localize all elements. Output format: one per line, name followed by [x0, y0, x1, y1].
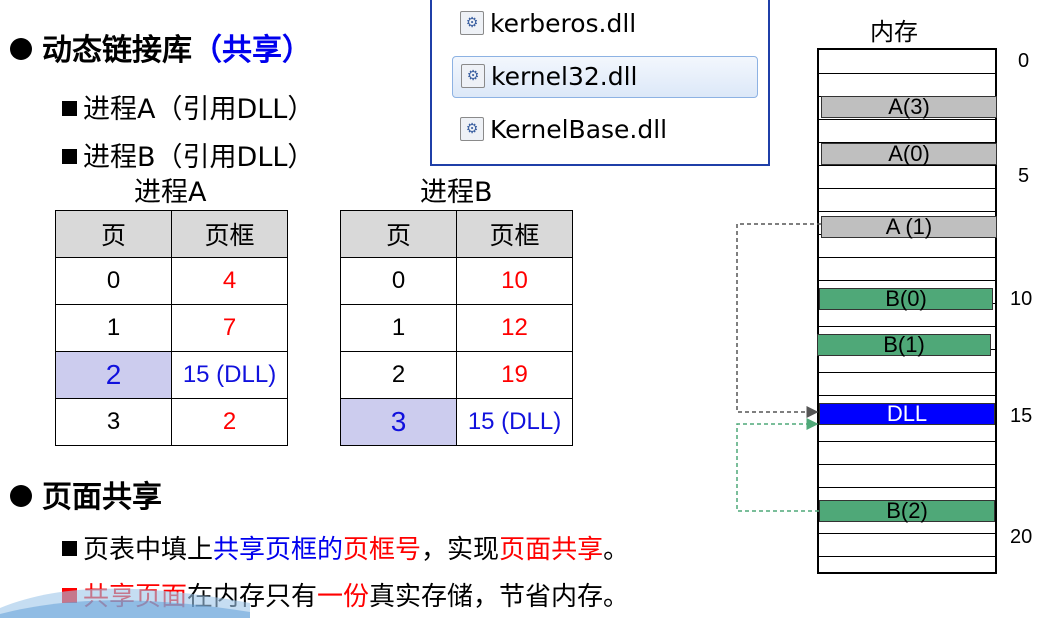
frame-cell: 19 [456, 351, 573, 399]
frame-divider [819, 533, 995, 534]
frame-divider [819, 165, 995, 166]
bullet-dot [10, 37, 32, 60]
frame-divider [819, 464, 995, 465]
bullet-dot [10, 484, 32, 507]
frame-divider [819, 188, 995, 189]
memory-block-b2: B(2) [819, 500, 995, 522]
process-a-ref-text: 进程A（引用DLL） [83, 94, 315, 125]
memory-block-dll: DLL [819, 403, 995, 425]
page-cell-highlight: 3 [340, 398, 457, 446]
heading-dll-main: 动态链接库 [42, 33, 192, 68]
header-page: 页 [340, 210, 457, 258]
dll-file-icon: ⚙ [461, 64, 485, 88]
text-run: 页面共享 [499, 535, 604, 565]
file-item[interactable]: ⚙KernelBase.dll [460, 110, 667, 150]
page-cell: 3 [55, 398, 172, 446]
text-run: 真实存储，节省内存。 [369, 582, 630, 612]
table-a-caption: 进程A [134, 177, 207, 208]
memory-block-b1: B(1) [817, 334, 991, 356]
file-item[interactable]: ⚙kerberos.dll [460, 4, 636, 44]
decorative-wave [0, 588, 250, 618]
memory-block-a0: A(0) [821, 143, 997, 165]
process-b-ref: 进程B（引用DLL） [62, 135, 314, 174]
address-label: 20 [1010, 526, 1033, 548]
frame-divider [819, 441, 995, 442]
heading-page-sharing: 页面共享 [10, 472, 162, 516]
page-table-a: 页 页框 0 4 1 7 2 15 (DLL) 3 2 [55, 210, 288, 446]
dll-file-icon: ⚙ [460, 11, 484, 35]
square-bullet [62, 541, 77, 556]
page-cell: 0 [55, 257, 172, 305]
text-run: 一份 [317, 582, 370, 612]
arrow-a1-to-dll [736, 223, 821, 418]
file-item-selected[interactable]: ⚙kernel32.dll [452, 56, 758, 98]
text-run: 页表中填上 [83, 535, 214, 565]
frame-divider [819, 142, 995, 143]
text-run: ，实现 [421, 535, 500, 565]
memory-block-a1: A (1) [821, 216, 997, 238]
frame-cell: 12 [456, 304, 573, 352]
dll-file-icon: ⚙ [460, 117, 484, 141]
memory-column [817, 48, 997, 574]
frame-divider [819, 326, 995, 327]
frame-divider [819, 395, 995, 396]
arrow-b2-to-dll [736, 418, 819, 512]
text-run: 共享页框的 [213, 535, 344, 565]
address-label: 5 [1018, 165, 1030, 187]
memory-block-a3: A(3) [821, 96, 997, 118]
text-run: 。 [603, 535, 630, 565]
table-b-caption: 进程B [420, 177, 493, 208]
header-frame: 页框 [171, 210, 288, 258]
frame-divider [819, 119, 995, 120]
file-name: kernel32.dll [491, 62, 638, 91]
file-name: kerberos.dll [490, 9, 637, 38]
page-cell-highlight: 2 [55, 351, 172, 399]
frame-divider [819, 487, 995, 488]
heading-page-sharing-text: 页面共享 [42, 480, 162, 515]
address-label: 0 [1018, 50, 1030, 72]
frame-divider [819, 73, 995, 74]
page-table-b: 页 页框 0 10 1 12 2 19 3 15 (DLL) [340, 210, 573, 446]
frame-divider [819, 280, 995, 281]
address-label: 10 [1010, 288, 1033, 310]
page-cell: 0 [340, 257, 457, 305]
frame-cell-dll: 15 (DLL) [456, 398, 573, 446]
frame-divider [819, 556, 995, 557]
page-cell: 1 [340, 304, 457, 352]
square-bullet [62, 101, 77, 116]
square-bullet [62, 149, 77, 164]
frame-cell: 2 [171, 398, 288, 446]
frame-divider [819, 211, 995, 212]
file-list-box: ⚙kerberos.dll ⚙kernel32.dll ⚙KernelBase.… [430, 0, 770, 166]
memory-block-b0: B(0) [819, 288, 993, 310]
sentence-1: 页表中填上共享页框的页框号，实现页面共享。 [62, 529, 629, 566]
process-a-ref: 进程A（引用DLL） [62, 87, 314, 126]
memory-title: 内存 [870, 18, 918, 46]
process-b-ref-text: 进程B（引用DLL） [83, 142, 315, 173]
page-cell: 2 [340, 351, 457, 399]
heading-dll: 动态链接库（共享） [10, 25, 312, 69]
header-page: 页 [55, 210, 172, 258]
frame-divider [819, 372, 995, 373]
frame-divider [819, 257, 995, 258]
heading-dll-paren: （共享） [192, 33, 312, 68]
header-frame: 页框 [456, 210, 573, 258]
text-run: 页框号 [343, 535, 422, 565]
address-label: 15 [1010, 405, 1033, 427]
file-name: KernelBase.dll [490, 115, 668, 144]
